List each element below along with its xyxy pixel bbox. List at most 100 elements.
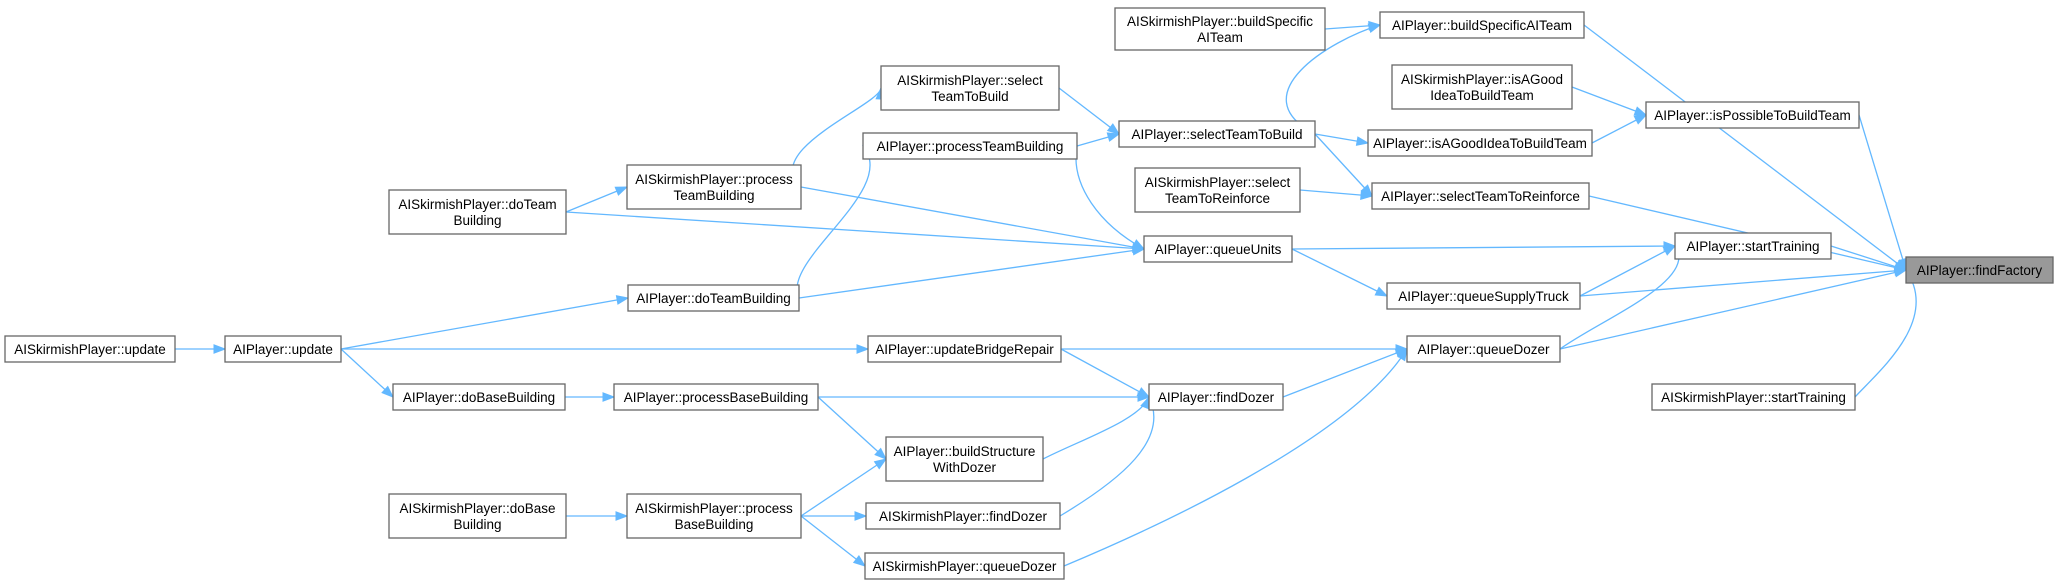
node-sk-doTeamBuilding[interactable]: AISkirmishPlayer::doTeamBuilding	[388, 189, 567, 235]
node-box[interactable]	[224, 335, 342, 363]
node-findDozer[interactable]: AIPlayer::findDozer	[1148, 383, 1284, 411]
node-findFactory[interactable]: AIPlayer::findFactory	[1905, 256, 2054, 284]
arrowhead	[1367, 23, 1382, 34]
node-updateBridgeRepair[interactable]: AIPlayer::updateBridgeRepair	[867, 335, 1062, 363]
node-doBaseBuilding[interactable]: AIPlayer::doBaseBuilding	[392, 383, 566, 411]
node-box[interactable]	[1143, 235, 1293, 263]
node-box[interactable]	[626, 164, 802, 210]
edge-sk_processBaseBuilding-to-sk_queueDozer	[800, 515, 866, 567]
node-sk-processBaseBuilding[interactable]: AISkirmishPlayer::processBaseBuilding	[626, 493, 802, 539]
node-box[interactable]	[1645, 101, 1860, 129]
edge-sk_selectTeamToReinforce-to-selectTeamToReinforce	[1299, 189, 1373, 197]
node-label: AIPlayer::processTeamBuilding	[877, 139, 1064, 154]
node-sk-doBaseBuilding[interactable]: AISkirmishPlayer::doBaseBuilding	[388, 493, 567, 539]
node-box[interactable]	[1406, 335, 1561, 363]
node-label: AIPlayer::buildSpecificAITeam	[1392, 18, 1572, 33]
edge-selectTeamToBuild-to-selectTeamToReinforce	[1314, 133, 1373, 197]
edge-queueUnits-to-queueSupplyTruck	[1291, 248, 1388, 297]
node-isAGoodIdea[interactable]: AIPlayer::isAGoodIdeaToBuildTeam	[1367, 129, 1593, 157]
node-box[interactable]	[1391, 64, 1573, 110]
edge-processBaseBuilding-to-buildStructureWithDozer	[817, 396, 887, 460]
node-box[interactable]	[880, 65, 1060, 111]
node-doTeamBuilding[interactable]: AIPlayer::doTeamBuilding	[627, 284, 800, 312]
node-box[interactable]	[1134, 167, 1301, 213]
node-sk-buildSpecificAITeam[interactable]: AISkirmishPlayer::buildSpecificAITeam	[1114, 7, 1326, 51]
node-label: AIPlayer::queueSupplyTruck	[1398, 289, 1569, 304]
node-label: AIPlayer::isPossibleToBuildTeam	[1654, 108, 1851, 123]
node-box[interactable]	[388, 189, 567, 235]
node-box[interactable]	[1651, 383, 1856, 411]
edge-sk_queueDozer-to-queueDozer	[1063, 348, 1408, 567]
edge-queueSupplyTruck-to-findFactory	[1579, 269, 1907, 297]
node-sk-startTraining[interactable]: AISkirmishPlayer::startTraining	[1651, 383, 1856, 411]
node-isPossibleToBuildTeam[interactable]: AIPlayer::isPossibleToBuildTeam	[1645, 101, 1860, 129]
node-box[interactable]	[1379, 11, 1585, 39]
node-sk-selectTeamToBuild[interactable]: AISkirmishPlayer::selectTeamToBuild	[880, 65, 1060, 111]
node-box[interactable]	[626, 493, 802, 539]
node-box[interactable]	[862, 132, 1078, 160]
node-box[interactable]	[864, 552, 1065, 580]
node-processTeamBuilding[interactable]: AIPlayer::processTeamBuilding	[862, 132, 1078, 160]
node-box[interactable]	[1148, 383, 1284, 411]
node-label: AISkirmishPlayer::process	[635, 501, 793, 516]
node-box[interactable]	[885, 436, 1044, 482]
node-label: AIPlayer::queueUnits	[1155, 242, 1282, 257]
node-update[interactable]: AIPlayer::update	[224, 335, 342, 363]
edge-update-to-doTeamBuilding	[340, 297, 629, 350]
node-label: AISkirmishPlayer::doTeam	[398, 197, 556, 212]
node-sk-isAGoodIdea[interactable]: AISkirmishPlayer::isAGoodIdeaToBuildTeam	[1391, 64, 1573, 110]
node-label: AISkirmishPlayer::isAGood	[1401, 72, 1563, 87]
node-label: AISkirmishPlayer::select	[1145, 175, 1291, 190]
node-box[interactable]	[1905, 256, 2054, 284]
node-queueDozer[interactable]: AIPlayer::queueDozer	[1406, 335, 1561, 363]
node-box[interactable]	[1386, 282, 1581, 310]
node-box[interactable]	[1118, 120, 1316, 148]
node-queueUnits[interactable]: AIPlayer::queueUnits	[1143, 235, 1293, 263]
node-box[interactable]	[865, 502, 1061, 530]
node-selectTeamToBuild[interactable]: AIPlayer::selectTeamToBuild	[1118, 120, 1316, 148]
node-box[interactable]	[388, 493, 567, 539]
arrowhead	[213, 344, 227, 354]
node-sk-queueDozer[interactable]: AISkirmishPlayer::queueDozer	[864, 552, 1065, 580]
node-label: AIPlayer::doBaseBuilding	[403, 390, 555, 405]
node-box[interactable]	[1371, 182, 1590, 210]
nodes-layer: AIPlayer::findFactory AIPlayer::buildSpec…	[4, 7, 2054, 580]
node-box[interactable]	[613, 383, 819, 411]
edge-sk_isAGoodIdea-to-isPossibleToBuildTeam	[1571, 86, 1647, 116]
node-label: AIPlayer::selectTeamToReinforce	[1381, 189, 1580, 204]
node-sk-processTeamBuilding[interactable]: AISkirmishPlayer::processTeamBuilding	[626, 164, 802, 210]
edge-buildSpecificAITeam-to-findFactory	[1583, 24, 1907, 271]
node-label: TeamToBuild	[931, 89, 1008, 104]
node-sk-update[interactable]: AISkirmishPlayer::update	[4, 335, 176, 363]
edge-findDozer-to-queueDozer	[1282, 348, 1408, 398]
arrowhead	[614, 186, 629, 196]
node-buildSpecificAITeam[interactable]: AIPlayer::buildSpecificAITeam	[1379, 11, 1585, 39]
node-sk-findDozer[interactable]: AISkirmishPlayer::findDozer	[865, 502, 1061, 530]
node-startTraining[interactable]: AIPlayer::startTraining	[1674, 232, 1832, 260]
node-queueSupplyTruck[interactable]: AIPlayer::queueSupplyTruck	[1386, 282, 1581, 310]
edge-sk_doTeamBuilding-to-queueUnits	[565, 211, 1145, 250]
node-box[interactable]	[4, 335, 176, 363]
node-label: AISkirmishPlayer::buildSpecific	[1127, 14, 1313, 29]
node-box[interactable]	[1114, 7, 1326, 51]
node-box[interactable]	[1674, 232, 1832, 260]
arrowhead	[873, 458, 888, 470]
node-box[interactable]	[392, 383, 566, 411]
node-label: AISkirmishPlayer::startTraining	[1661, 390, 1846, 405]
arrowhead	[1374, 286, 1389, 297]
node-box[interactable]	[867, 335, 1062, 363]
arrowhead	[615, 295, 630, 305]
node-label: AISkirmishPlayer::select	[897, 73, 1043, 88]
node-box[interactable]	[627, 284, 800, 312]
node-label: AITeam	[1197, 30, 1243, 45]
node-label: AIPlayer::queueDozer	[1417, 342, 1550, 357]
node-processBaseBuilding[interactable]: AIPlayer::processBaseBuilding	[613, 383, 819, 411]
arrowhead	[1355, 136, 1370, 146]
node-selectTeamToReinforce[interactable]: AIPlayer::selectTeamToReinforce	[1371, 182, 1590, 210]
edge-selectTeamToBuild-to-buildSpecificAITeam	[1285, 24, 1381, 135]
node-box[interactable]	[1367, 129, 1593, 157]
arrowhead	[381, 385, 395, 398]
arrowhead	[874, 447, 888, 460]
node-sk-selectTeamToReinforce[interactable]: AISkirmishPlayer::selectTeamToReinforce	[1134, 167, 1301, 213]
